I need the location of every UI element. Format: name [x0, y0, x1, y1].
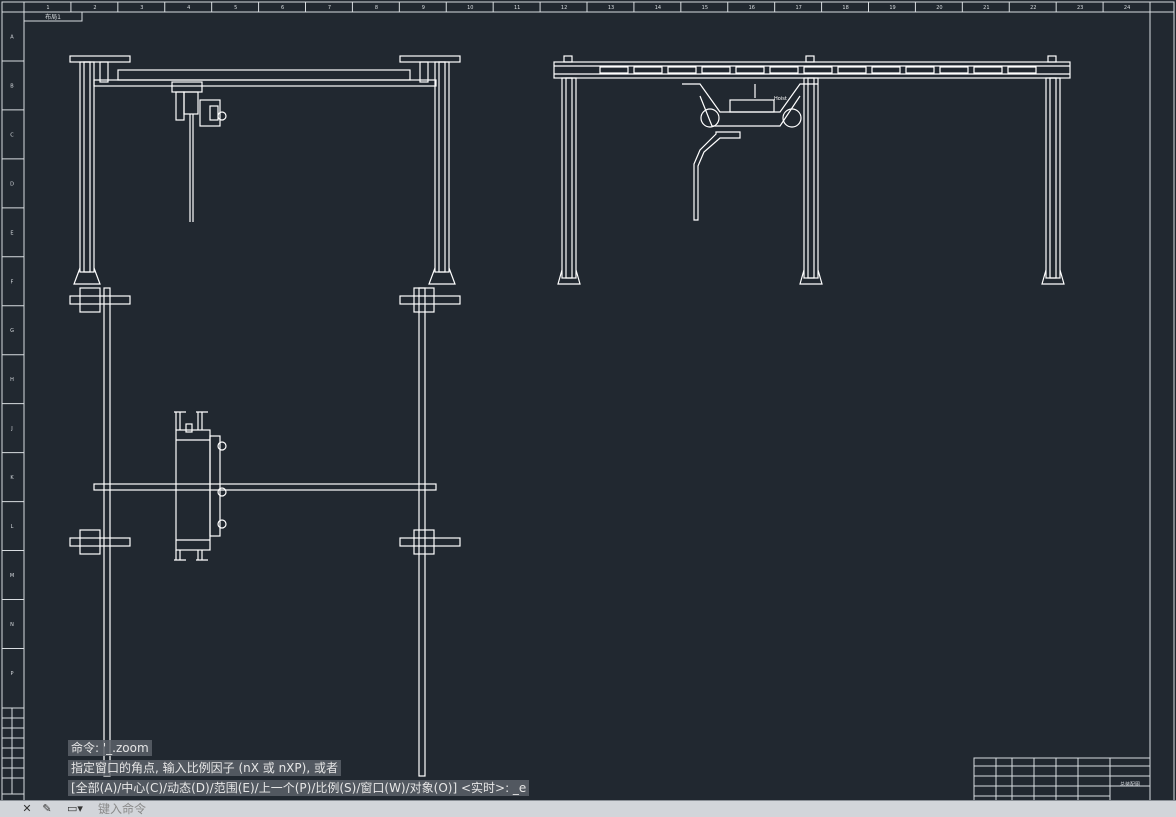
truss-window: [769, 66, 799, 74]
revision-table: [1, 707, 25, 795]
column-label: 12: [561, 5, 567, 11]
row-label: M: [10, 573, 14, 579]
column-label: 22: [1030, 5, 1036, 11]
command-bar: ✕ ✎ ▭▾: [0, 800, 1176, 817]
row-label: F: [11, 279, 14, 285]
truss-window: [837, 66, 867, 74]
row-label: P: [10, 671, 13, 677]
title-block-title: 总装配图: [1120, 781, 1140, 788]
row-label: H: [10, 377, 14, 383]
column-label: 16: [749, 5, 755, 11]
column-label: 15: [702, 5, 708, 11]
wrench-icon[interactable]: ✎: [42, 802, 52, 815]
column-label: 11: [514, 5, 520, 11]
truss-window: [1007, 66, 1037, 74]
close-icon[interactable]: ✕: [22, 802, 32, 815]
truss-window: [905, 66, 935, 74]
column-label: 14: [655, 5, 661, 11]
row-label: E: [10, 230, 13, 236]
column-label: 2: [93, 5, 96, 11]
row-label: D: [10, 181, 14, 187]
truss-window: [973, 66, 1003, 74]
column-label: 10: [467, 5, 473, 11]
side-elevation-view[interactable]: Hoist: [553, 55, 1071, 285]
column-label: 18: [842, 5, 848, 11]
row-label: C: [10, 132, 14, 138]
column-label: 24: [1124, 5, 1130, 11]
row-label: G: [10, 328, 14, 334]
column-label: 7: [328, 5, 331, 11]
column-label: 9: [422, 5, 425, 11]
layout-tab[interactable]: 布局1: [23, 11, 83, 22]
truss-window: [599, 66, 629, 74]
command-history-line: 命令: '_.zoom: [68, 740, 152, 756]
layout-tab-label: 布局1: [45, 13, 61, 21]
column-label: 20: [936, 5, 942, 11]
truss-window: [871, 66, 901, 74]
plan-view[interactable]: [69, 287, 461, 777]
column-label: 6: [281, 5, 284, 11]
command-history-line: 指定窗口的角点, 输入比例因子 (nX 或 nXP), 或者: [68, 760, 341, 776]
column-label: 21: [983, 5, 989, 11]
column-label: 23: [1077, 5, 1083, 11]
column-label: 8: [375, 5, 378, 11]
column-label: 13: [608, 5, 614, 11]
row-label: N: [10, 622, 14, 628]
command-history-line: [全部(A)/中心(C)/动态(D)/范围(E)/上一个(P)/比例(S)/窗口…: [68, 780, 530, 796]
row-label: K: [10, 475, 14, 481]
row-ruler: A B C D E F G H J K L M N P: [2, 11, 24, 677]
row-label: J: [10, 426, 12, 432]
row-label: L: [11, 524, 14, 530]
truss-window: [633, 66, 663, 74]
column-label: 19: [889, 5, 895, 11]
column-label: 17: [795, 5, 801, 11]
column-label: 4: [187, 5, 190, 11]
truss-window: [667, 66, 697, 74]
truss-window: [735, 66, 765, 74]
row-label: B: [10, 83, 14, 89]
row-label: A: [10, 34, 14, 40]
hoist-label: Hoist: [774, 96, 787, 102]
truss-window: [701, 66, 731, 74]
command-input[interactable]: [98, 801, 958, 817]
truss-window: [939, 66, 969, 74]
truss-window: [803, 66, 833, 74]
front-elevation-view[interactable]: [69, 55, 461, 285]
command-prompt-icon[interactable]: ▭▾: [67, 802, 83, 815]
column-label: 3: [140, 5, 143, 11]
column-label: 1: [46, 5, 49, 11]
column-label: 5: [234, 5, 237, 11]
